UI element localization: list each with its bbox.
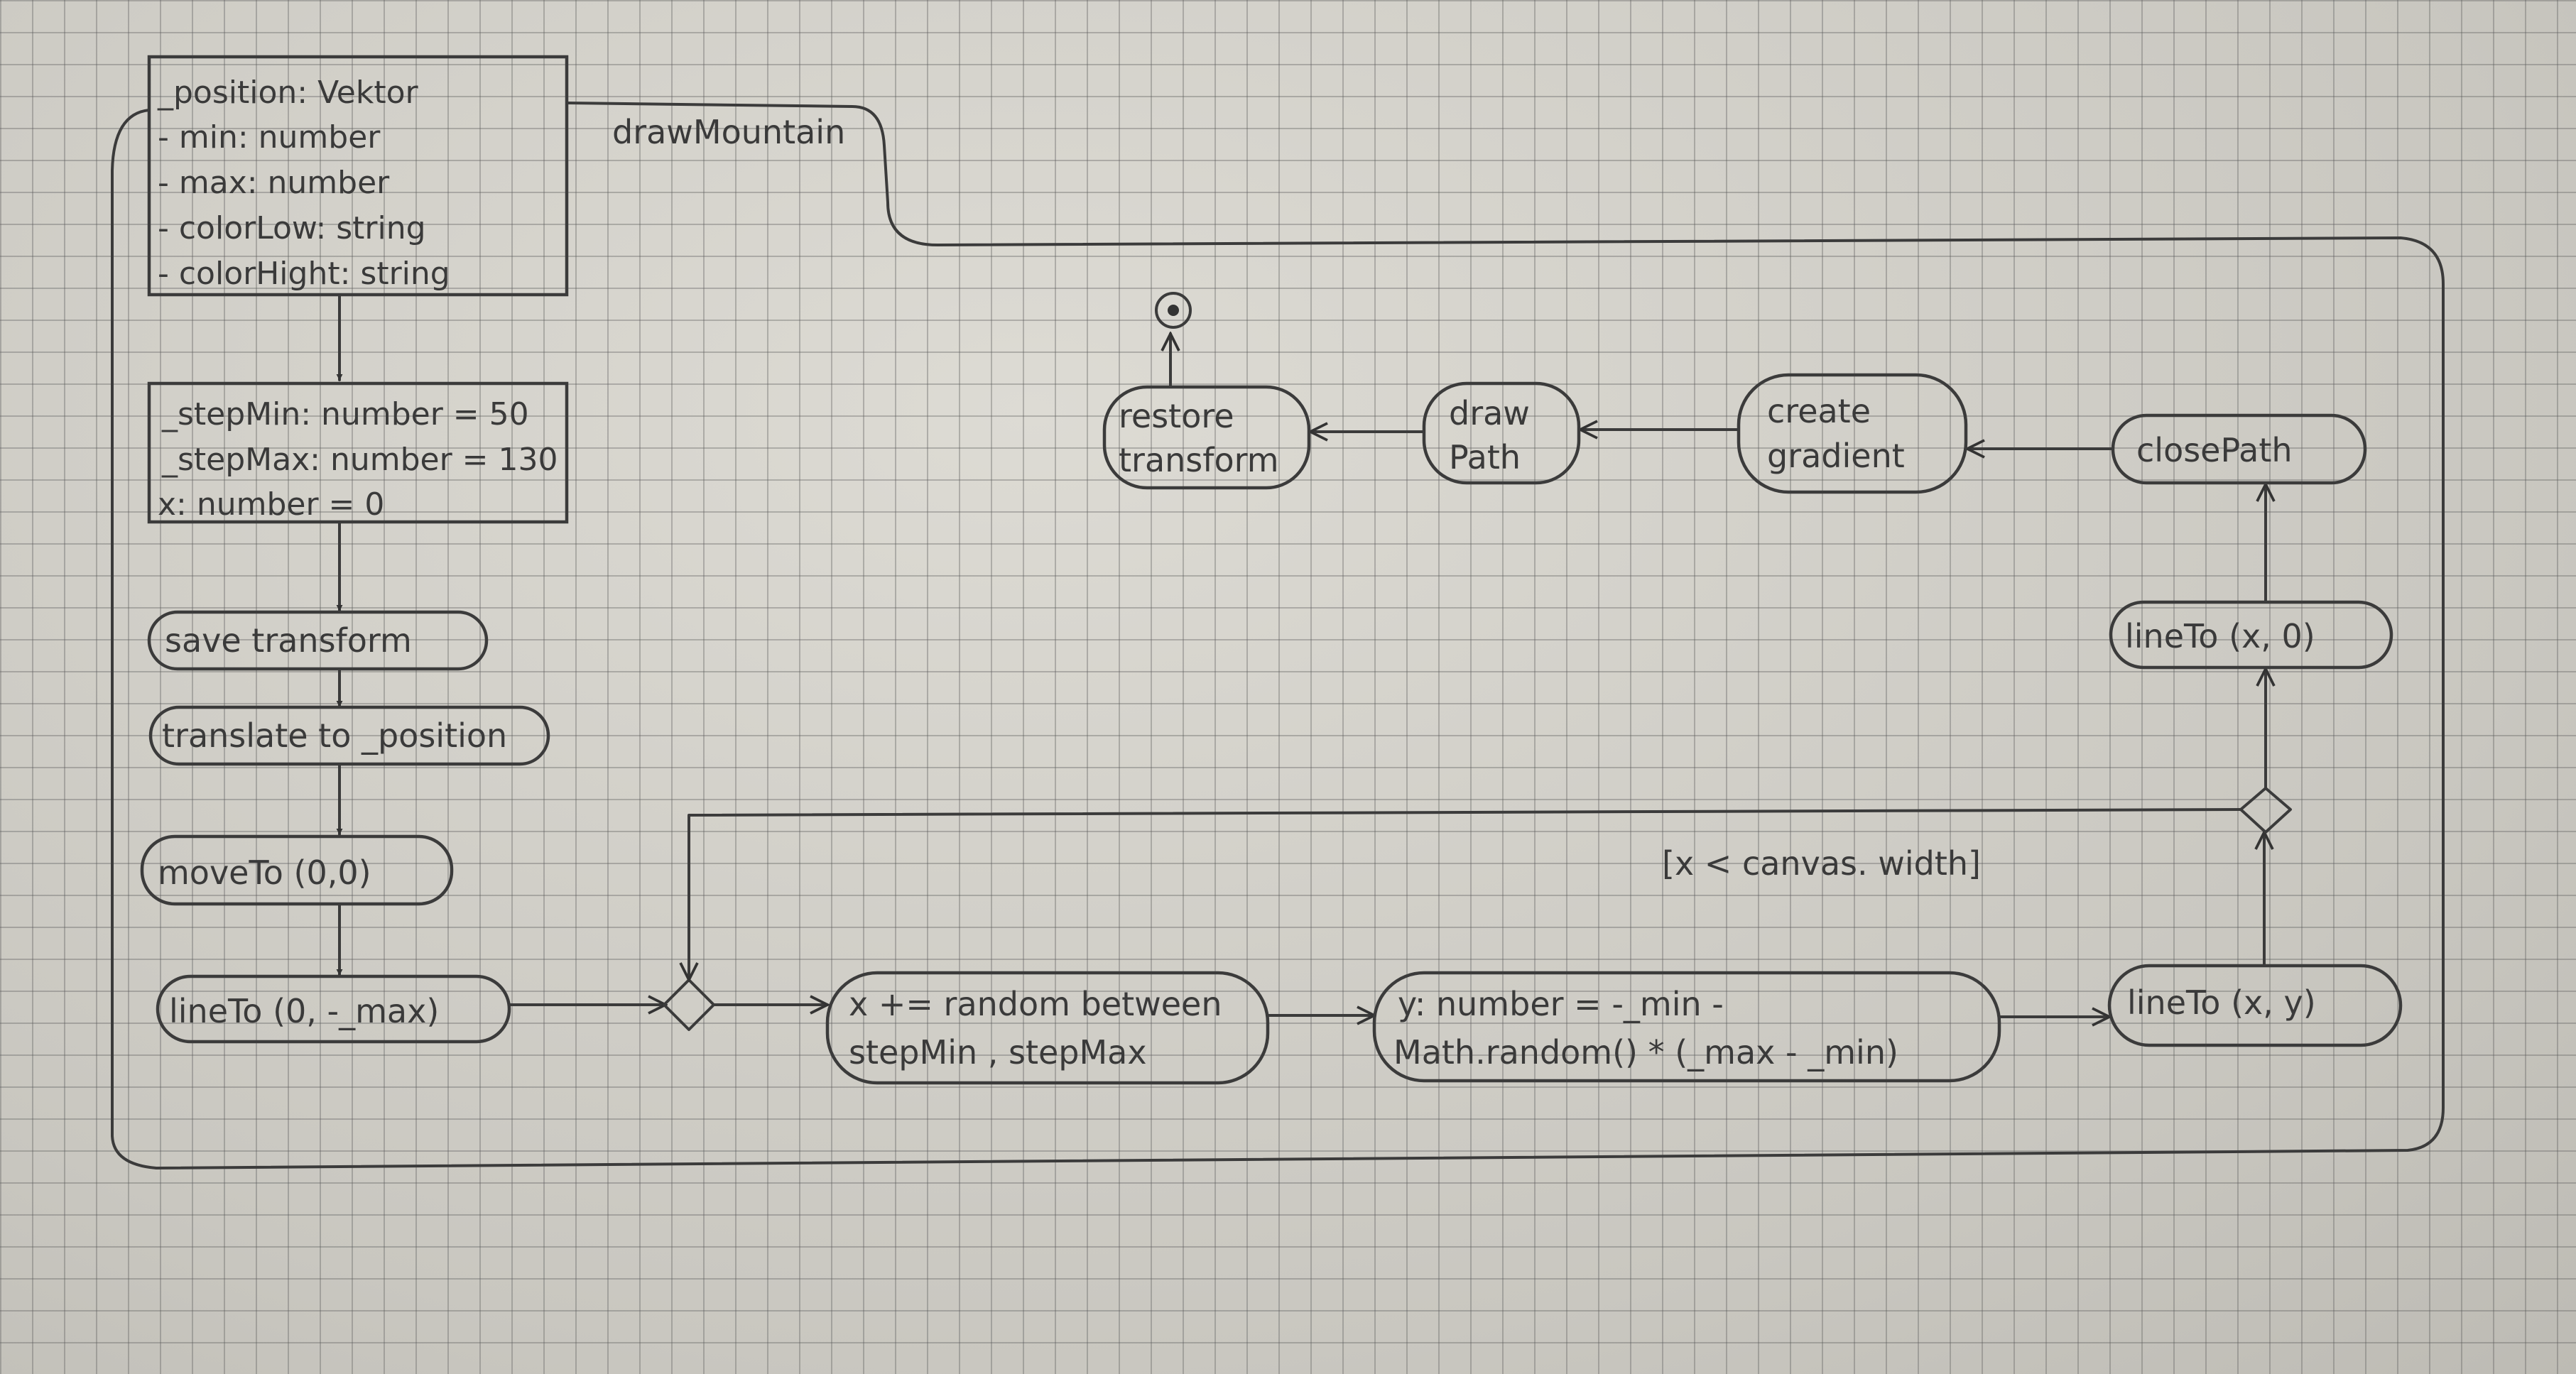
local-x: x: number = 0 [158, 486, 384, 523]
action-restore-transform-line1: restore [1119, 397, 1234, 435]
loop-back-flow [689, 808, 2242, 980]
action-restore-transform [1102, 385, 1311, 490]
attribute-position: _position: Vektor [157, 75, 418, 111]
action-y-calc [1372, 971, 2001, 1083]
final-node [1155, 292, 1192, 329]
local-step-min: _stepMin: number = 50 [161, 396, 529, 432]
action-line-to-xy [2107, 964, 2403, 1047]
action-line-to-max [156, 974, 511, 1044]
merge-node [663, 978, 715, 1031]
attribute-max: - max: number [158, 165, 390, 201]
action-x-increment-line1: x += random between [849, 985, 1222, 1023]
decision-node [2239, 787, 2292, 834]
action-y-calc-line2: Math.random() * (_max - _min) [1393, 1033, 1898, 1072]
action-restore-transform-line2: transform [1119, 441, 1279, 479]
locals-box [147, 381, 569, 524]
activity-frame [111, 102, 2445, 1169]
action-translate-label: translate to _position [162, 716, 507, 755]
action-save-transform [147, 610, 489, 671]
action-draw-path-line2: Path [1449, 438, 1521, 476]
frame-title: drawMountain [612, 113, 845, 151]
action-line-to-x0 [2109, 600, 2393, 670]
action-draw-path-line1: draw [1449, 394, 1530, 432]
guard-loop-condition: [x < canvas. width] [1662, 844, 1981, 883]
action-y-calc-line1: y: number = -_min - [1398, 985, 1724, 1023]
action-close-path-label: closePath [2136, 431, 2293, 469]
action-line-to-x0-label: lineTo (x, 0) [2125, 617, 2315, 655]
action-x-increment [825, 971, 1270, 1085]
attributes-box [147, 55, 569, 297]
action-create-gradient-line1: create [1767, 392, 1871, 430]
action-move-to-label: moveTo (0,0) [158, 854, 371, 892]
action-save-transform-label: save transform [165, 621, 412, 660]
local-step-max: _stepMax: number = 130 [161, 442, 558, 478]
action-line-to-max-label: lineTo (0, -_max) [169, 992, 439, 1030]
action-x-increment-line2: stepMin , stepMax [849, 1033, 1147, 1072]
final-node-dot [1168, 305, 1179, 316]
action-translate [148, 705, 550, 766]
action-create-gradient [1737, 373, 1968, 494]
attribute-color-high: - colorHight: string [158, 256, 450, 292]
attribute-color-low: - colorLow: string [158, 210, 426, 246]
action-move-to [140, 834, 454, 906]
attribute-min: - min: number [158, 119, 381, 156]
action-line-to-xy-label: lineTo (x, y) [2127, 983, 2316, 1022]
action-create-gradient-line2: gradient [1767, 437, 1905, 475]
